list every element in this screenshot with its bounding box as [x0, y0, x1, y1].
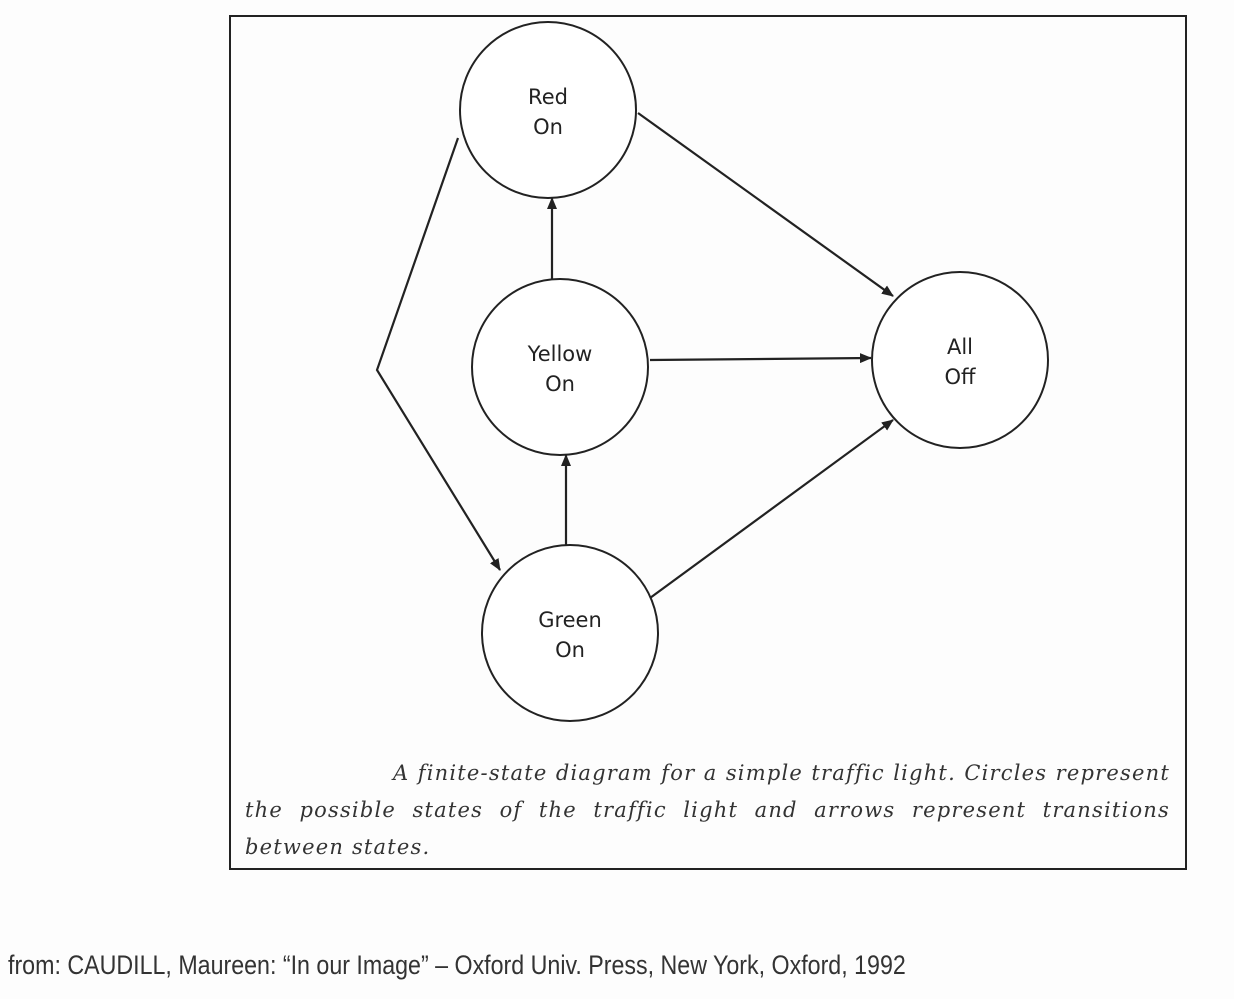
state-label: On	[533, 115, 563, 139]
state-label: All	[947, 335, 973, 359]
state-label: Yellow	[527, 342, 593, 366]
state-label: On	[555, 638, 585, 662]
transition-arrow-yellow-off	[649, 353, 872, 364]
source-citation: from: CAUDILL, Maureen: “In our Image” –…	[8, 950, 906, 980]
transition-arrow-green-off	[649, 419, 894, 599]
state-circle	[459, 21, 637, 199]
caption-text: A finite-state diagram for a simple traf…	[245, 761, 1170, 859]
state-label: Off	[945, 365, 977, 389]
transition-arrow-red-off	[637, 112, 894, 297]
state-circle	[871, 271, 1049, 449]
transition-arrow-red-green	[375, 137, 501, 571]
state-circle	[471, 278, 649, 456]
state-label: On	[545, 372, 575, 396]
state-label: Red	[528, 85, 568, 109]
state-circle	[481, 544, 659, 722]
figure-caption: A finite-state diagram for a simple traf…	[245, 755, 1170, 866]
state-label: Green	[538, 608, 602, 632]
figure-frame	[229, 15, 1187, 870]
